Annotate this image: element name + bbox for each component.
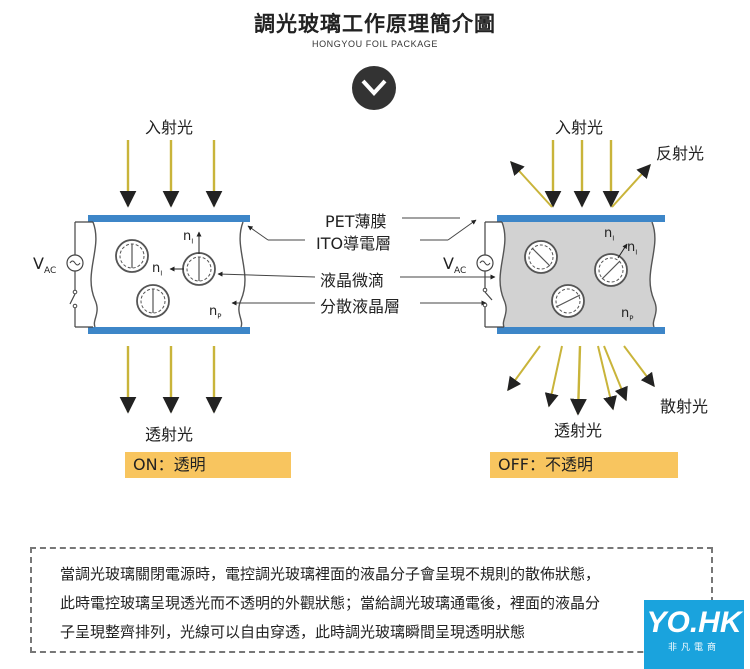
description-line-1: 當調光玻璃關閉電源時，電控調光玻璃裡面的液晶分子會呈現不規則的散佈狀態， xyxy=(60,565,601,583)
right-scattered-arrows xyxy=(507,345,655,416)
dispersed-layer-label: 分散液晶層 xyxy=(320,297,401,316)
description-line-3: 子呈現整齊排列，光線可以自由穿透，此時調光玻璃瞬間呈現透明狀態 xyxy=(60,623,526,641)
ito-label: ITO導電層 xyxy=(316,234,392,253)
chevron-down-icon xyxy=(352,66,396,110)
droplet-label: 液晶微滴 xyxy=(320,271,385,290)
right-reflected-arrows xyxy=(510,160,651,208)
left-ni-label: nI xyxy=(183,229,194,246)
right-np-label: nP xyxy=(621,306,634,323)
right-bottom-film xyxy=(497,327,665,334)
reflected-label: 反射光 xyxy=(656,144,705,163)
left-droplet xyxy=(115,239,149,273)
scattered-label: 散射光 xyxy=(660,397,709,416)
right-transmitted-label: 透射光 xyxy=(554,421,603,440)
left-wavy-left xyxy=(90,221,98,328)
left-transmitted-arrows xyxy=(119,346,223,414)
left-bottom-film xyxy=(88,327,250,334)
right-circuit xyxy=(476,221,504,328)
right-droplet xyxy=(524,240,558,274)
pet-label: PET薄膜 xyxy=(325,212,387,231)
left-incident-arrows xyxy=(119,140,223,208)
right-incident-label: 入射光 xyxy=(555,118,604,137)
right-droplet xyxy=(594,253,628,287)
left-np-label: nP xyxy=(209,304,222,321)
right-status-badge: OFF：不透明 xyxy=(490,452,678,478)
left-top-film xyxy=(88,215,250,222)
page-subtitle: HONGYOU FOIL PACKAGE xyxy=(311,39,439,49)
left-vac-label: VAC xyxy=(33,254,57,277)
left-nl-label: nI xyxy=(152,261,163,278)
left-status-badge: ON：透明 xyxy=(125,452,291,478)
left-wavy-right xyxy=(238,221,246,328)
page-title: 調光玻璃工作原理簡介圖 xyxy=(254,12,496,36)
description-line-2: 此時電控玻璃呈現透光而不透明的外觀狀態；當給調光玻璃通電後，裡面的液晶分 xyxy=(60,594,601,612)
description-box: 當調光玻璃關閉電源時，電控調光玻璃裡面的液晶分子會呈現不規則的散佈狀態， 此時電… xyxy=(30,547,713,653)
left-incident-label: 入射光 xyxy=(145,118,194,137)
right-vac-label: VAC xyxy=(443,254,467,277)
brand-logo: YO.HK 非凡電商 xyxy=(644,600,744,669)
left-circuit xyxy=(66,221,93,328)
right-top-film xyxy=(497,215,665,222)
right-incident-arrows xyxy=(544,140,620,208)
left-droplet xyxy=(136,284,170,318)
right-ni-label: nI xyxy=(604,226,615,243)
right-droplet xyxy=(551,284,585,318)
left-droplet xyxy=(182,252,216,286)
right-nl-label: nI xyxy=(627,240,638,257)
left-transmitted-label: 透射光 xyxy=(145,425,194,444)
